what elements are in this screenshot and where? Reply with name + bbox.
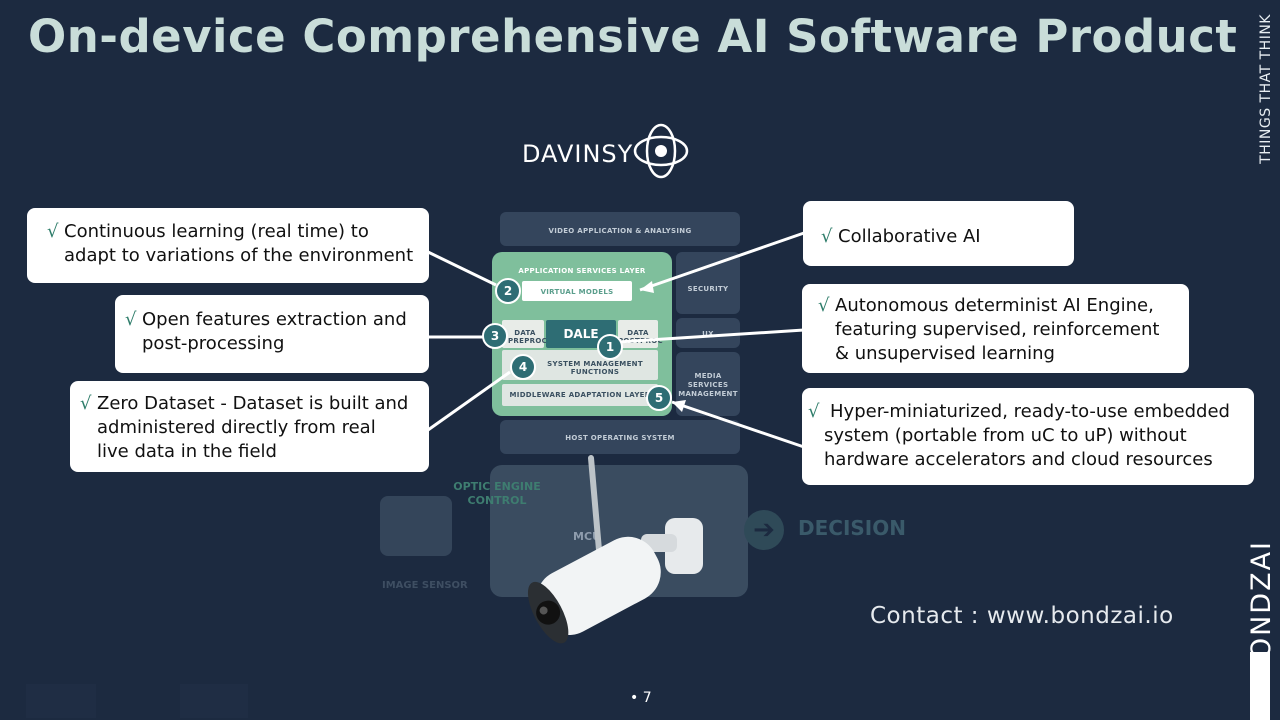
arrowhead-hyper: [672, 400, 686, 412]
media-services-layer: [676, 352, 740, 416]
ux-layer: [676, 318, 740, 348]
callout-text-line: administered directly from real: [97, 417, 376, 438]
video-app-label: VIDEO APPLICATION & ANALYSING: [548, 227, 692, 235]
callout-text-line: hardware accelerators and cloud resource…: [824, 449, 1213, 470]
middleware-box: [502, 384, 658, 406]
security-label: SECURITY: [687, 285, 729, 293]
check-icon: √: [125, 309, 137, 330]
marker-1: 1: [597, 334, 623, 360]
callout-text-line: adapt to variations of the environment: [64, 245, 414, 266]
callout-continuous-learning: √Continuous learning (real time) to adap…: [27, 208, 429, 283]
connector-collaborative: [639, 231, 805, 292]
media-services-label: MEDIA SERVICES MANAGEMENT: [678, 372, 738, 398]
data-postproc-box: [618, 320, 658, 348]
connector-hyper: [671, 400, 805, 449]
callout-hyper-miniaturized: √ Hyper-miniaturized, ready-to-use embedd…: [802, 388, 1254, 485]
middleware-label: MIDDLEWARE ADAPTATION LAYER: [509, 391, 651, 399]
callout-text-line: Open features extraction and: [142, 309, 407, 330]
security-camera-icon: [527, 455, 703, 644]
system-mgmt-label: SYSTEM MANAGEMENT FUNCTIONS: [547, 360, 643, 376]
callout-text-line: featuring supervised, reinforcement: [835, 319, 1160, 340]
dale-label: DALE: [563, 327, 599, 341]
data-preproc-box: [502, 320, 544, 348]
lens-shape: [380, 496, 452, 556]
check-icon: √: [818, 295, 830, 316]
callout-text-line: Autonomous determinist AI Engine,: [835, 295, 1154, 316]
virtual-models-label: VIRTUAL MODELS: [540, 288, 614, 296]
check-icon: √: [808, 401, 820, 422]
slide-title: On-device Comprehensive AI Software Prod…: [28, 10, 1238, 63]
marker-4: 4: [510, 354, 536, 380]
contact-text: Contact : www.bondzai.io: [870, 603, 1174, 629]
mcu-label: MCU: [573, 530, 601, 543]
callout-text-line: Hyper-miniaturized, ready-to-use embedde…: [830, 401, 1230, 422]
check-icon: √: [80, 393, 92, 414]
video-app-layer: [500, 212, 740, 246]
callout-text-line: Collaborative AI: [838, 226, 981, 247]
check-icon: √: [47, 221, 59, 242]
arrow-right-icon: ➔: [744, 510, 784, 550]
callout-autonomous-engine: √Autonomous determinist AI Engine, featu…: [802, 284, 1189, 373]
host-os-label: HOST OPERATING SYSTEM: [565, 434, 675, 442]
architecture-stack: VIDEO APPLICATION & ANALYSING SECURITY U…: [492, 212, 740, 454]
callout-text-line: post-processing: [142, 333, 285, 354]
callout-text-line: & unsupervised learning: [835, 343, 1055, 364]
callout-text-line: system (portable from uC to uP) without: [824, 425, 1187, 446]
marker-3: 3: [482, 323, 508, 349]
connector-zero-dataset: [427, 370, 511, 432]
app-services-label: APPLICATION SERVICES LAYER: [518, 267, 646, 275]
virtual-models-box: [522, 281, 632, 301]
callout-collaborative-ai: √Collaborative AI: [803, 201, 1074, 266]
image-sensor-label: IMAGE SENSOR: [382, 580, 468, 591]
decision-label: DECISION: [798, 516, 906, 540]
connector-autonomous: [617, 328, 805, 344]
callout-text-line: Continuous learning (real time) to: [64, 221, 369, 242]
callout-text-line: live data in the field: [97, 441, 277, 462]
callout-text-line: Zero Dataset - Dataset is built and: [97, 393, 409, 414]
connector-continuous: [427, 250, 497, 287]
davinsy-logo-text: DAVINSY: [522, 140, 634, 168]
bondzai-logo: BONDZAI: [1246, 540, 1277, 720]
footer-block-mid: [180, 684, 248, 718]
security-layer: [676, 252, 740, 314]
marker-2: 2: [495, 278, 521, 304]
callout-zero-dataset: √Zero Dataset - Dataset is built and adm…: [70, 381, 429, 472]
callout-open-features: √Open features extraction and post-proce…: [115, 295, 429, 373]
ux-label: UX: [702, 330, 714, 338]
data-preproc-label: DATA PREPROC: [508, 329, 548, 345]
optic-engine-label: OPTIC ENGINE CONTROL: [453, 480, 541, 507]
marker-5: 5: [646, 385, 672, 411]
check-icon: √: [821, 226, 833, 247]
bondzai-logo-bar: [1250, 652, 1270, 720]
host-os-layer: [500, 420, 740, 454]
footer-block-left: [26, 684, 96, 718]
arrowhead-collaborative: [640, 281, 654, 293]
davinsy-logo-icon: [633, 123, 689, 179]
page-number: • 7: [630, 690, 652, 706]
